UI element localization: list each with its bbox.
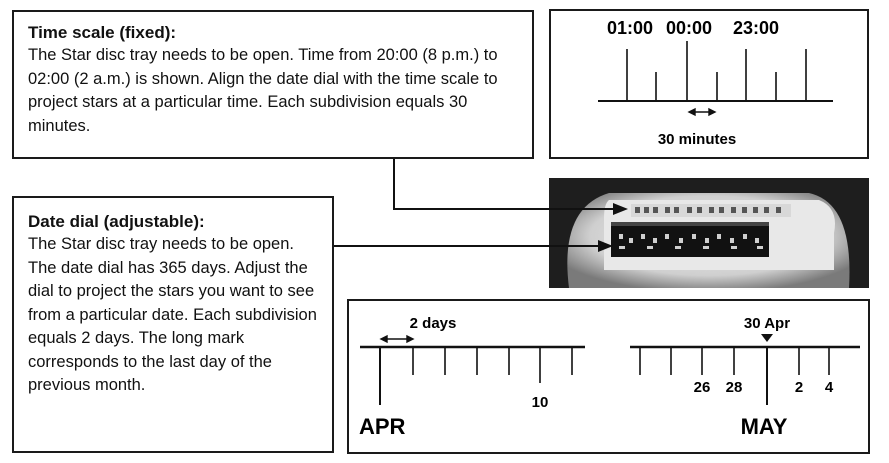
time-interval-label: 30 minutes: [658, 131, 736, 148]
date-tick-label-2: 2: [795, 379, 803, 396]
date-dial-body: The Star disc tray needs to be open. The…: [28, 235, 317, 394]
date-tick-label-28: 28: [726, 379, 743, 396]
month-label-may: MAY: [741, 414, 788, 439]
time-label-0100: 01:00: [607, 18, 653, 38]
date-tick-label-10: 10: [532, 394, 549, 411]
date-dial-description-box: Date dial (adjustable): The Star disc tr…: [12, 196, 334, 453]
interval-double-arrow-icon: [687, 107, 717, 117]
time-label-2300: 23:00: [733, 18, 779, 38]
time-scale-body: The Star disc tray needs to be open. Tim…: [28, 46, 498, 135]
month-label-apr: APR: [359, 414, 406, 439]
date-tick-label-26: 26: [694, 379, 711, 396]
time-label-0000: 00:00: [666, 18, 712, 38]
time-scale-diagram: 01:00 00:00 23:00 30 minutes: [549, 9, 869, 159]
pointer-triangle-icon: [761, 334, 773, 342]
star-disc-tray-photo: [549, 178, 869, 288]
date-interval-label: 2 days: [410, 315, 457, 332]
time-scale-description-box: Time scale (fixed): The Star disc tray n…: [12, 10, 534, 159]
date-dial-heading: Date dial (adjustable):: [28, 212, 205, 231]
pointer-label-30-apr: 30 Apr: [744, 315, 790, 332]
time-scale-heading: Time scale (fixed):: [28, 23, 177, 42]
date-tick-label-4: 4: [825, 379, 834, 396]
date-dial-diagram: 2 days 10 APR 30 Apr 26 28 2 4 MAY: [347, 299, 870, 454]
interval-double-arrow-icon: [379, 334, 415, 344]
